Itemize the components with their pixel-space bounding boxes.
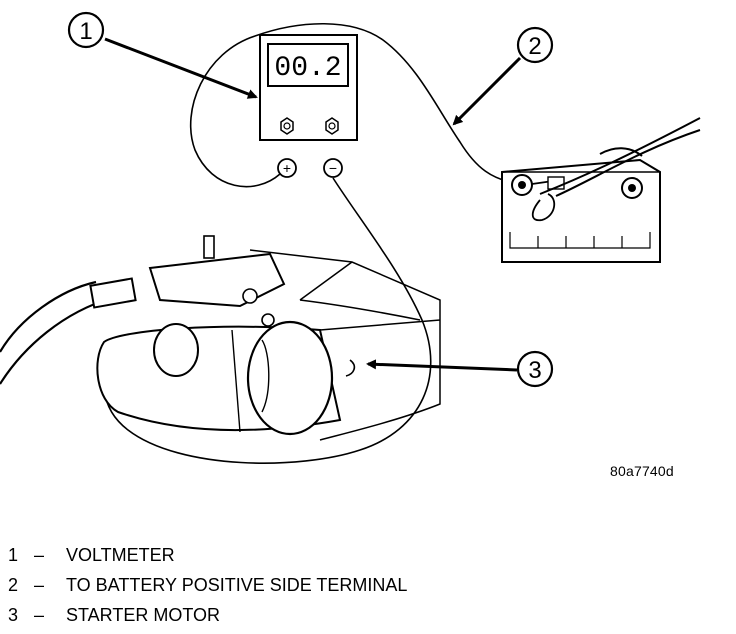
svg-text:1: 1 [79,18,92,45]
starter-solenoid [148,235,286,327]
legend-label: VOLTMETER [66,545,175,565]
legend-number: 1 [8,545,19,565]
callout-3: 3 [366,350,554,388]
callout-1: 1 [67,11,258,99]
cable-terminal [89,277,137,309]
negative-test-lead [103,177,432,464]
voltmeter: 00.2 + − [259,34,358,178]
figure-id: 80a7740d [610,463,674,479]
meter-display [267,43,349,87]
positive-test-lead [190,22,521,188]
legend-number: 3 [8,605,19,625]
legend-label: STARTER MOTOR [66,605,221,625]
battery [501,158,661,263]
legend-item-3: 3 – STARTER MOTOR [8,600,407,630]
legend-item-1: 1 – VOLTMETER [8,540,407,570]
battery-cables [539,117,701,197]
legend-label: TO BATTERY POSITIVE SIDE TERMINAL [66,575,408,595]
svg-text:3: 3 [528,357,541,384]
battery-negative-post [621,177,643,199]
negative-probe [323,158,343,178]
negative-sign: − [329,160,337,176]
voltmeter-test-diagram: 00.2 + − [0,11,701,464]
svg-text:2: 2 [528,33,541,60]
legend-item-2: 2 – TO BATTERY POSITIVE SIDE TERMINAL [8,570,407,600]
positive-sign: + [283,160,291,176]
legend-number: 2 [8,575,19,595]
meter-readout: 00.2 [274,53,341,84]
battery-positive-post [511,174,533,196]
meter-negative-jack [325,117,339,135]
legend-separator: – [34,545,45,565]
legend: 1 – VOLTMETER 2 – TO BATTERY POSITIVE SI… [8,540,407,630]
legend-separator: – [34,605,45,625]
meter-positive-jack [280,117,294,135]
engine-block [249,249,441,441]
positive-probe [277,158,297,178]
legend-separator: – [34,575,45,595]
starter-motor [96,320,356,436]
callout-2: 2 [452,26,554,126]
